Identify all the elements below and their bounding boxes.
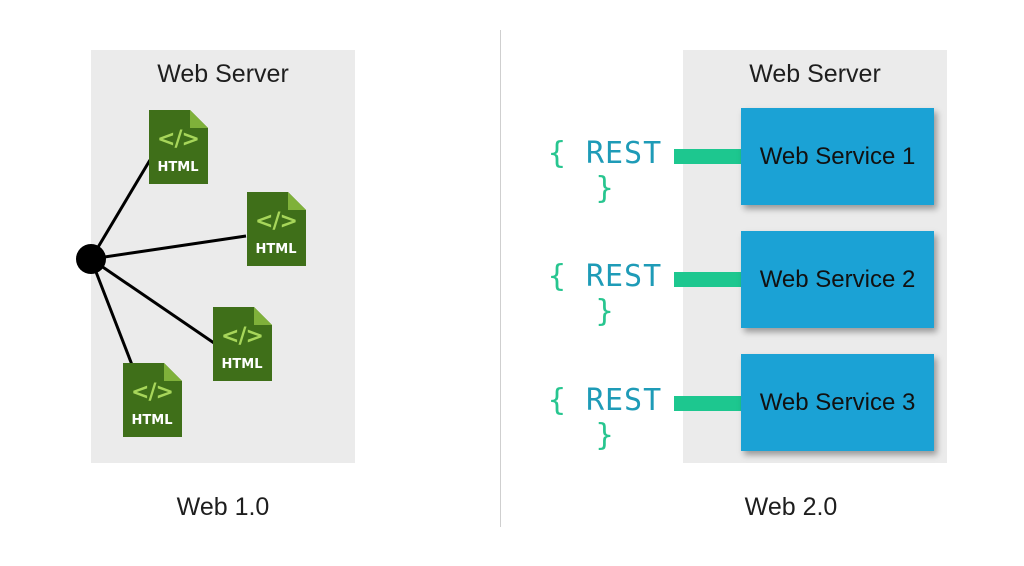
caption-web-1: Web 1.0: [176, 493, 270, 521]
web-service-label: Web Service 1: [759, 142, 916, 170]
hub-line-3: [90, 257, 215, 345]
rest-connector: [674, 396, 741, 411]
file-label: HTML: [157, 160, 199, 175]
hub-line-2: [90, 234, 247, 261]
html-file-icon: </> HTML: [146, 108, 210, 186]
file-tag: </>: [221, 324, 264, 349]
file-label: HTML: [255, 242, 297, 257]
web-server-title-right: Web Server: [749, 60, 881, 88]
caption-web-2: Web 2.0: [744, 493, 838, 521]
web-service-label: Web Service 3: [759, 388, 916, 416]
file-tag: </>: [255, 209, 298, 234]
web-service-box: Web Service 1: [741, 108, 934, 205]
html-file-icon: </> HTML: [210, 305, 274, 383]
rest-api-label: { REST }: [547, 383, 663, 453]
hub-line-4: [89, 258, 136, 371]
section-divider: [500, 30, 501, 527]
web-server-title-left: Web Server: [157, 60, 289, 88]
file-label: HTML: [221, 357, 263, 372]
rest-api-label: { REST }: [547, 136, 663, 206]
rest-connector: [674, 149, 741, 164]
rest-api-label: { REST }: [547, 259, 663, 329]
hub-node-icon: [76, 244, 106, 274]
hub-line-1: [89, 159, 152, 260]
html-file-icon: </> HTML: [244, 190, 308, 268]
web-service-box: Web Service 3: [741, 354, 934, 451]
rest-connector: [674, 272, 741, 287]
web-service-box: Web Service 2: [741, 231, 934, 328]
web-service-label: Web Service 2: [759, 265, 916, 293]
html-file-icon: </> HTML: [120, 361, 184, 439]
file-tag: </>: [131, 380, 174, 405]
file-tag: </>: [157, 127, 200, 152]
file-label: HTML: [131, 413, 173, 428]
